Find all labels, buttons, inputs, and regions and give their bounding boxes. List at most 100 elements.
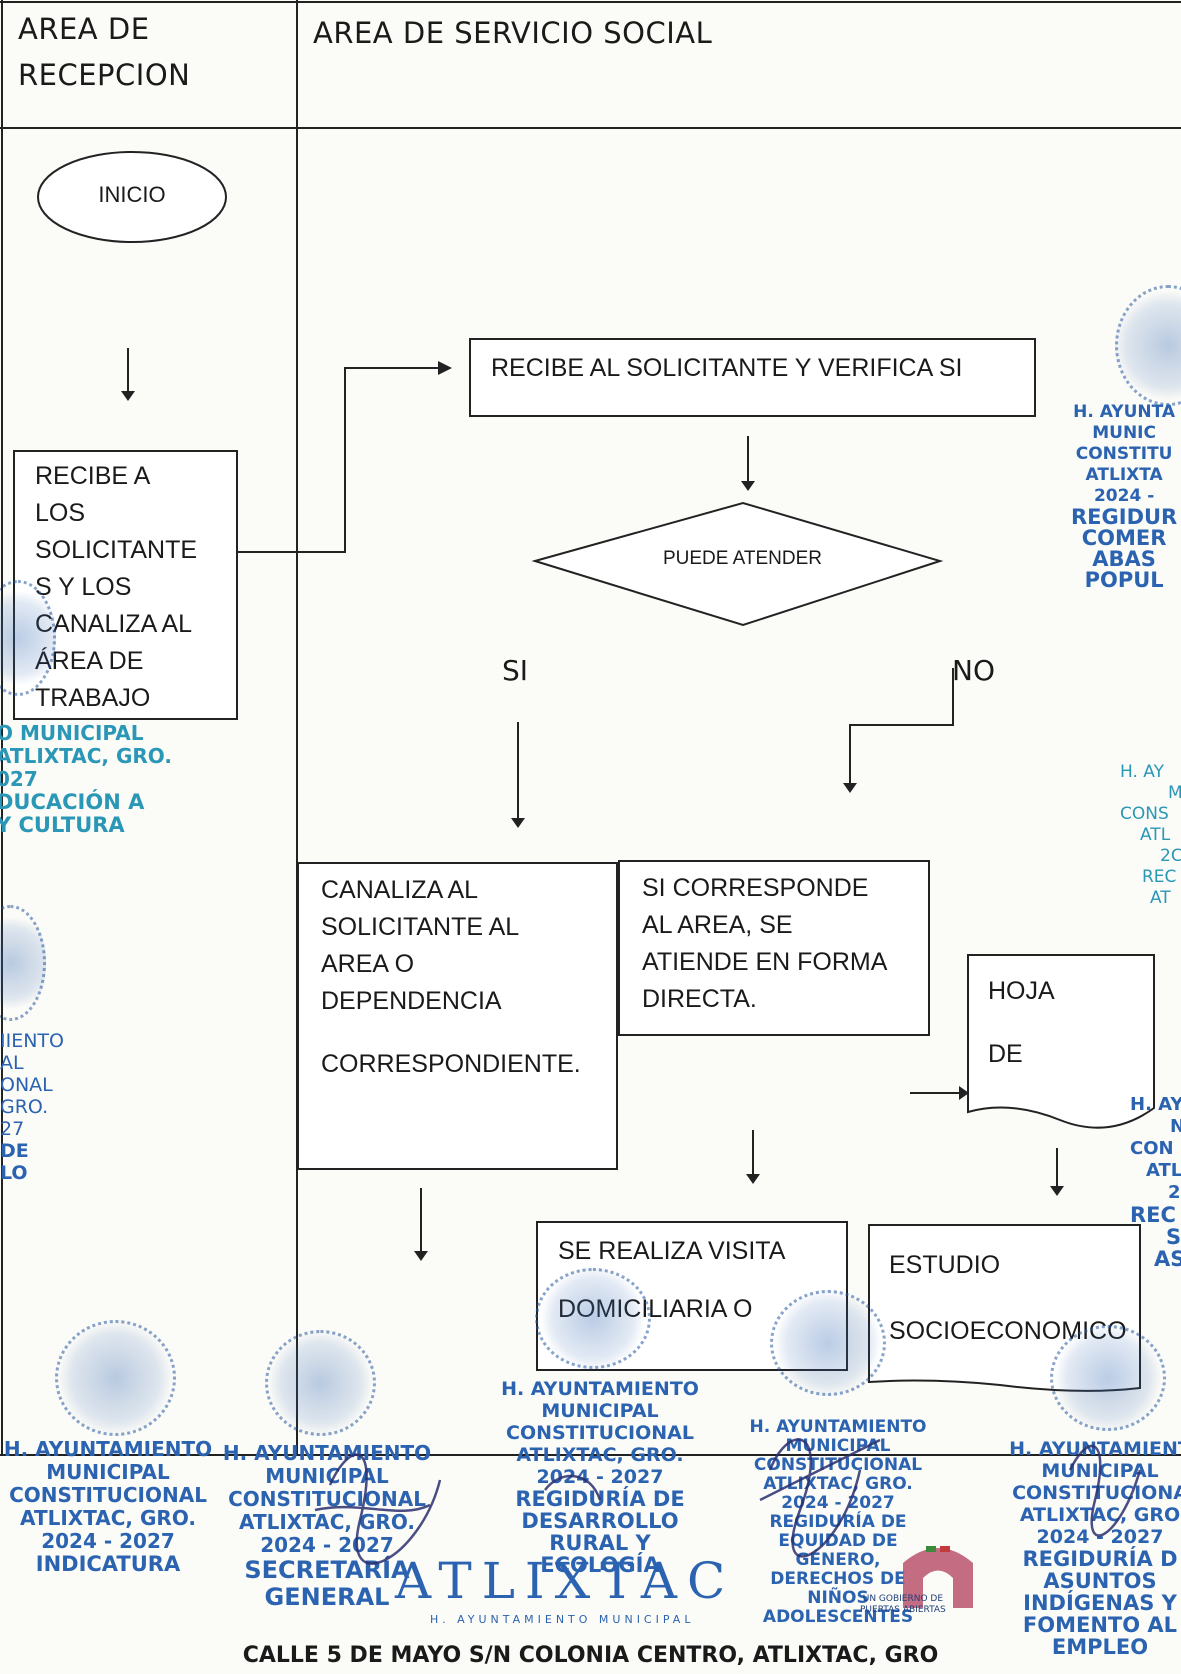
stamp-line: MUNICIPAL <box>541 1400 659 1422</box>
stamp-line: 2024 - 2027 <box>536 1466 664 1488</box>
stamp-secretaria: H. AYUNTAMIENTO MUNICIPAL CONSTITUCIONAL… <box>222 1442 432 1611</box>
channel-line: CANALIZA AL <box>321 876 479 904</box>
arch-logo-icon <box>898 1538 978 1610</box>
stamp-left-low: IIENTO AL ONAL GRO. 27 DE LO <box>0 1030 64 1184</box>
receive-line: CANALIZA AL <box>35 610 193 638</box>
stamp-line: REGIDURÍA D <box>1022 1547 1178 1571</box>
stamp-line: H. AYUNTAMIENTO <box>222 1441 432 1465</box>
stamp-line: CONSTITUCIONAL <box>9 1483 207 1507</box>
no-label: NO <box>952 654 995 687</box>
visit-line: SE REALIZA VISITA <box>558 1237 786 1265</box>
logo-badge: UN GOBIERNO DE PUERTAS ABIERTAS <box>860 1594 946 1616</box>
stamp-line: AT <box>1150 888 1171 908</box>
stamp-line: H. AYUNTAMIENT <box>1009 1438 1181 1460</box>
logo-subtitle: H. AYUNTAMIENTO MUNICIPAL <box>430 1613 695 1626</box>
channel-line: DEPENDENCIA <box>321 987 502 1015</box>
direct-line: ATIENDE EN FORMA <box>642 948 888 976</box>
stamp-line: ATLIXTAC, GRO. <box>239 1510 415 1534</box>
stamp-line: MUNICIPAL <box>46 1460 170 1484</box>
stamp-line: MUNIC <box>1092 423 1156 443</box>
signature-stroke <box>759 1438 881 1502</box>
stamp-line: EMPLEO <box>1051 1635 1149 1659</box>
stamp-line: ONAL <box>0 1074 53 1096</box>
decision-diamond <box>531 501 944 627</box>
stamp-line: POPUL <box>1084 568 1164 592</box>
stamp-line: ATL <box>1146 1160 1181 1181</box>
stamp-line: DE <box>0 1140 29 1162</box>
stamp-desarrollo: H. AYUNTAMIENTO MUNICIPAL CONSTITUCIONAL… <box>490 1378 710 1576</box>
stamp-line: CON <box>1130 1138 1174 1159</box>
stamp-line: INDICATURA <box>35 1552 181 1576</box>
stamp-line: GÉNERO, <box>795 1550 881 1570</box>
channel-line: AREA O <box>321 950 415 978</box>
signature-stroke <box>328 1453 442 1565</box>
stamp-line: 027 <box>0 767 38 791</box>
stamp-line: H. AYUNTA <box>1073 402 1176 422</box>
stamp-line: GRO. <box>0 1096 49 1118</box>
channel-line: CORRESPONDIENTE. <box>321 1050 581 1078</box>
signature-stroke <box>314 1503 431 1512</box>
stamp-line: REC <box>1130 1203 1176 1227</box>
stamp-line: 2024 - 2027 <box>41 1529 175 1553</box>
stamp-line: AS <box>1154 1247 1181 1271</box>
stamp-line: CONS <box>1120 804 1169 824</box>
channel-line: SOLICITANTE AL <box>321 913 520 941</box>
sheet-line: DE <box>988 1040 1023 1068</box>
signature-stroke <box>1068 1444 1142 1537</box>
stamp-line: INDÍGENAS Y <box>1023 1591 1177 1615</box>
stamp-line: S <box>1166 1225 1181 1249</box>
receive-line: S Y LOS <box>35 573 132 601</box>
stamp-line: 2024 - <box>1093 486 1155 506</box>
stamp-line: 2C <box>1160 846 1181 866</box>
stamp-line: REGIDUR <box>1071 505 1178 529</box>
stamp-line: NIÑOS <box>807 1588 869 1608</box>
stamp-line: H. AYUNTAMIENTO <box>749 1417 927 1437</box>
connector-receive-verify <box>238 367 448 553</box>
stamp-line: H. AYUNTAMIENTO <box>501 1378 699 1400</box>
signature-stroke <box>544 1474 602 1501</box>
stamp-line: DUCACIÓN A <box>0 790 145 814</box>
stamp-line: LO <box>0 1162 28 1184</box>
receive-line: RECIBE A <box>35 462 151 490</box>
stamp-education: O MUNICIPAL ATLIXTAC, GRO. 027 DUCACIÓN … <box>0 722 172 837</box>
lane-header-line: AREA DE <box>18 12 150 46</box>
start-terminator <box>37 151 227 243</box>
receive-box: RECIBE A LOS SOLICITANTE S Y LOS CANALIZ… <box>13 450 238 720</box>
stamp-right-low: H. AY N CON ATL 2 REC S AS <box>1130 1094 1181 1270</box>
receive-line: SOLICITANTE <box>35 536 198 564</box>
stamp-asuntos: H. AYUNTAMIENT MUNICIPAL CONSTITUCIONA A… <box>1000 1438 1181 1658</box>
stamp-line: 27 <box>0 1118 25 1140</box>
stamp-line: RURAL Y <box>549 1531 651 1555</box>
seal-emblem <box>265 1330 376 1436</box>
stamp-line: Y CULTURA <box>0 813 125 837</box>
stamp-line: 2024 - 2027 <box>781 1493 895 1513</box>
stamp-line: M <box>1168 783 1181 803</box>
stamp-line: CONSTITUCIONAL <box>506 1422 694 1444</box>
stamp-line: ATLIXTAC, GRO <box>1019 1504 1181 1526</box>
stamp-line: H. AY <box>1130 1094 1181 1115</box>
logo-wordmark: ATLIXTAC <box>395 1552 736 1610</box>
sheet-text: HOJA DE <box>988 960 1055 1086</box>
stamp-sindicatura: H. AYUNTAMIENTO MUNICIPAL CONSTITUCIONAL… <box>0 1438 224 1576</box>
study-line: ESTUDIO <box>889 1251 1001 1279</box>
stamp-line: ATLIXTA <box>1085 465 1163 485</box>
stamp-line: DESARROLLO <box>521 1509 679 1533</box>
lane-header-social-service: AREA DE SERVICIO SOCIAL <box>313 16 713 50</box>
seal-emblem <box>770 1290 886 1396</box>
stamp-line: CONSTITU <box>1075 444 1173 464</box>
stamp-right-mid: H. AY M CONS ATL 2C REC AT <box>1120 762 1181 909</box>
yes-label: SI <box>502 654 529 687</box>
stamp-line: H. AYUNTAMIENTO <box>3 1437 213 1461</box>
stamp-line: EQUIDAD DE <box>778 1531 898 1551</box>
seal-emblem <box>535 1268 651 1369</box>
channel-box: CANALIZA AL SOLICITANTE AL AREA O DEPEND… <box>297 862 618 1170</box>
receive-line: TRABAJO <box>35 684 151 712</box>
stamp-line: IIENTO <box>0 1030 64 1052</box>
stamp-line: ASUNTOS <box>1043 1569 1157 1593</box>
direct-line: DIRECTA. <box>642 985 757 1013</box>
stamp-line: ADOLESCENTES <box>762 1607 914 1627</box>
arrow-no <box>849 668 954 787</box>
start-label: INICIO <box>98 182 166 207</box>
stamp-line: FOMENTO AL <box>1022 1613 1178 1637</box>
stamp-line: 2024 - 2027 <box>260 1533 394 1557</box>
